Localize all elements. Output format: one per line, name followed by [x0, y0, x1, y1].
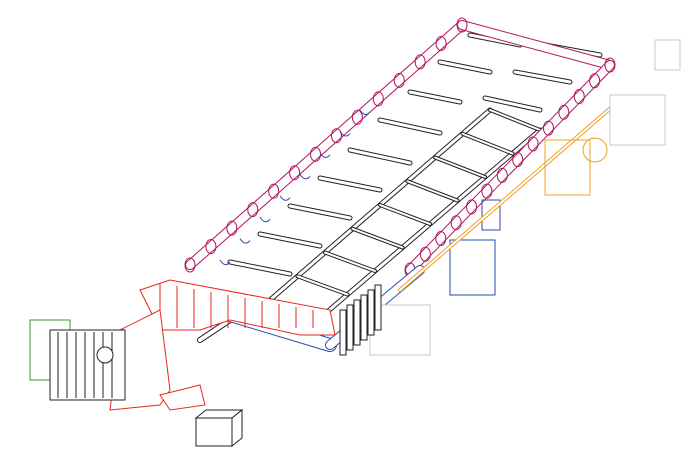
loop-fitting-0: [456, 17, 468, 33]
blue-branch-4: [279, 195, 291, 201]
loop-fitting-11: [226, 220, 238, 236]
chilled-water-line: [398, 98, 622, 292]
blue-branch-3: [299, 174, 311, 180]
ladder-rung-6: [324, 251, 376, 272]
loop-right: [406, 61, 614, 274]
pipe-2: [438, 60, 492, 74]
grey-stack: [654, 39, 681, 71]
damper-panel-4: [367, 289, 375, 336]
pipe-10: [258, 232, 322, 248]
red-duct-elbow: [159, 384, 206, 411]
loop-fitting-8: [289, 165, 301, 181]
blue-fan-unit: [449, 239, 496, 296]
ladder-rung-3: [406, 180, 459, 202]
loop-fitting-4: [372, 91, 384, 107]
loop-fitting-3: [393, 72, 405, 88]
standalone-box-side: [231, 408, 243, 448]
blue-branch-0: [359, 109, 371, 116]
loop-fitting-1: [435, 35, 447, 51]
damper-panel-2: [353, 299, 361, 346]
loop-fitting-r-10: [450, 215, 462, 231]
blue-branch-5: [259, 216, 271, 223]
loop-fitting-r-2: [573, 89, 585, 105]
supply-duct-loop: [184, 17, 616, 278]
loop-fitting-r-0: [604, 57, 616, 73]
loop-fitting-5: [351, 109, 363, 125]
grey-equipment: [339, 39, 681, 356]
loop-fitting-r-5: [527, 136, 539, 152]
ladder-rung-7: [296, 275, 349, 296]
air-handling-unit: [29, 319, 126, 401]
orange-fitting: [582, 137, 608, 163]
orange-line: [399, 99, 621, 291]
blue-branch-7: [219, 259, 231, 266]
pipe-11: [228, 260, 292, 276]
ladder-rung-1: [461, 132, 514, 155]
loop-fitting-r-1: [589, 73, 601, 89]
pipe-7: [348, 148, 412, 165]
pipe-5: [483, 96, 542, 112]
ahu-body: [49, 329, 126, 401]
damper-panel-1: [346, 304, 354, 351]
pipe-4: [408, 90, 462, 104]
blue-branch-1: [339, 131, 351, 137]
pipe-6: [378, 118, 442, 135]
blue-branch-6: [239, 238, 251, 244]
loop-fitting-2: [414, 54, 426, 70]
loop-fitting-r-9: [466, 199, 478, 215]
pipe-8: [318, 176, 382, 192]
loop-fitting-r-8: [481, 183, 493, 199]
standalone-box: [195, 417, 233, 447]
red-duct-main: [139, 279, 336, 336]
loop-fitting-r-3: [558, 104, 570, 120]
ladder-rung-2: [434, 156, 486, 178]
loop-fitting-r-12: [419, 246, 431, 262]
orange-pump-unit: [544, 139, 591, 196]
pipe-9: [288, 204, 352, 220]
loop-fitting-10: [247, 202, 259, 218]
grey-unit-2: [609, 94, 666, 146]
loop-fitting-13: [184, 257, 196, 273]
loop-fitting-r-6: [512, 152, 524, 168]
loop-fitting-r-7: [496, 167, 508, 183]
loop-fitting-12: [205, 239, 217, 255]
damper-panel-3: [360, 294, 368, 341]
blue-fan-stack: [481, 199, 501, 231]
loop-fitting-9: [268, 183, 280, 199]
loop-left: [186, 21, 466, 269]
damper-panel-5: [374, 284, 382, 331]
pipe-3: [513, 70, 572, 84]
return-air-duct: [109, 279, 336, 411]
ladder-rung-5: [351, 227, 404, 249]
ladder-rung-0: [489, 109, 541, 131]
loop-top: [458, 21, 614, 69]
loop-fitting-6: [330, 128, 342, 144]
ladder-rung-4: [379, 204, 431, 225]
loop-fitting-r-11: [435, 230, 447, 246]
loop-fitting-r-4: [542, 120, 554, 136]
blue-branch-2: [319, 152, 331, 158]
ahu-fan: [96, 346, 114, 364]
pipe-rack: [227, 32, 603, 277]
damper-panel-0: [339, 309, 347, 356]
